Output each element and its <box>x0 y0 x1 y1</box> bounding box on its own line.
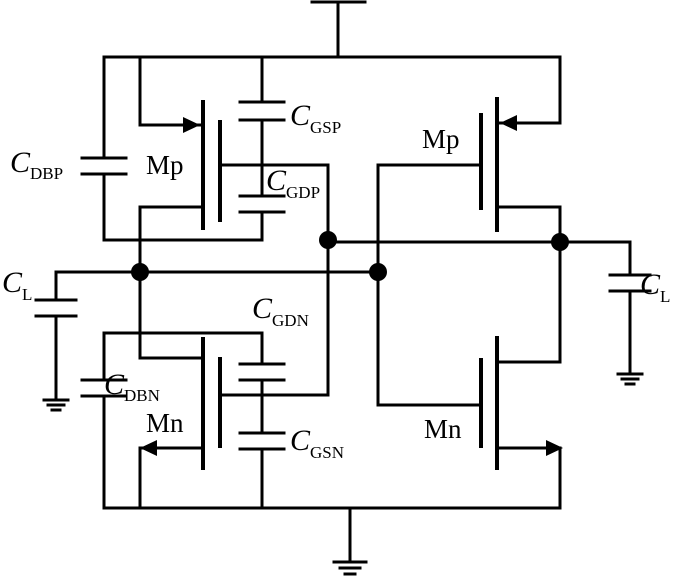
label-c-gsn: CGSN <box>290 424 344 462</box>
nmos-left-arrow <box>140 440 157 456</box>
label-c-dbn: CDBN <box>104 368 160 405</box>
capacitor-gsn <box>238 431 286 510</box>
vdd-symbol <box>310 0 367 59</box>
capacitor-gdp <box>238 163 286 242</box>
pmos-right <box>479 97 562 364</box>
junction-dot <box>131 263 149 281</box>
ground-left-icon <box>42 398 70 412</box>
capacitor-dbn <box>80 331 128 510</box>
capacitor-dbp <box>80 55 128 242</box>
pmos-left <box>138 55 222 230</box>
label-mp-right: Mp <box>422 124 460 154</box>
label-c-l-right: CL <box>640 268 670 306</box>
ground-right-icon <box>616 372 644 386</box>
capacitor-gsp <box>238 55 286 167</box>
label-mp-left: Mp <box>146 150 184 180</box>
label-mn-right: Mn <box>424 414 462 444</box>
junction-dot <box>319 231 337 249</box>
label-c-gdn: CGDN <box>252 292 309 330</box>
label-c-gsp: CGSP <box>290 99 341 137</box>
nmos-right-arrow <box>546 440 563 456</box>
label-c-dbp: CDBP <box>10 146 63 183</box>
nmos-right <box>479 336 563 510</box>
pmos-right-arrow <box>500 115 517 131</box>
capacitor-gdn <box>238 331 286 435</box>
label-c-l-left: CL <box>2 266 32 304</box>
label-mn-left: Mn <box>146 408 184 438</box>
nmos-left <box>138 337 222 510</box>
pmos-left-arrow <box>183 117 200 133</box>
ground-main-icon <box>332 506 368 576</box>
junction-dot <box>551 233 569 251</box>
junction-dot <box>369 263 387 281</box>
capacitor-cl-left <box>34 270 78 402</box>
capacitor-cl-right <box>608 240 652 376</box>
label-c-gdp: CGDP <box>266 164 320 202</box>
